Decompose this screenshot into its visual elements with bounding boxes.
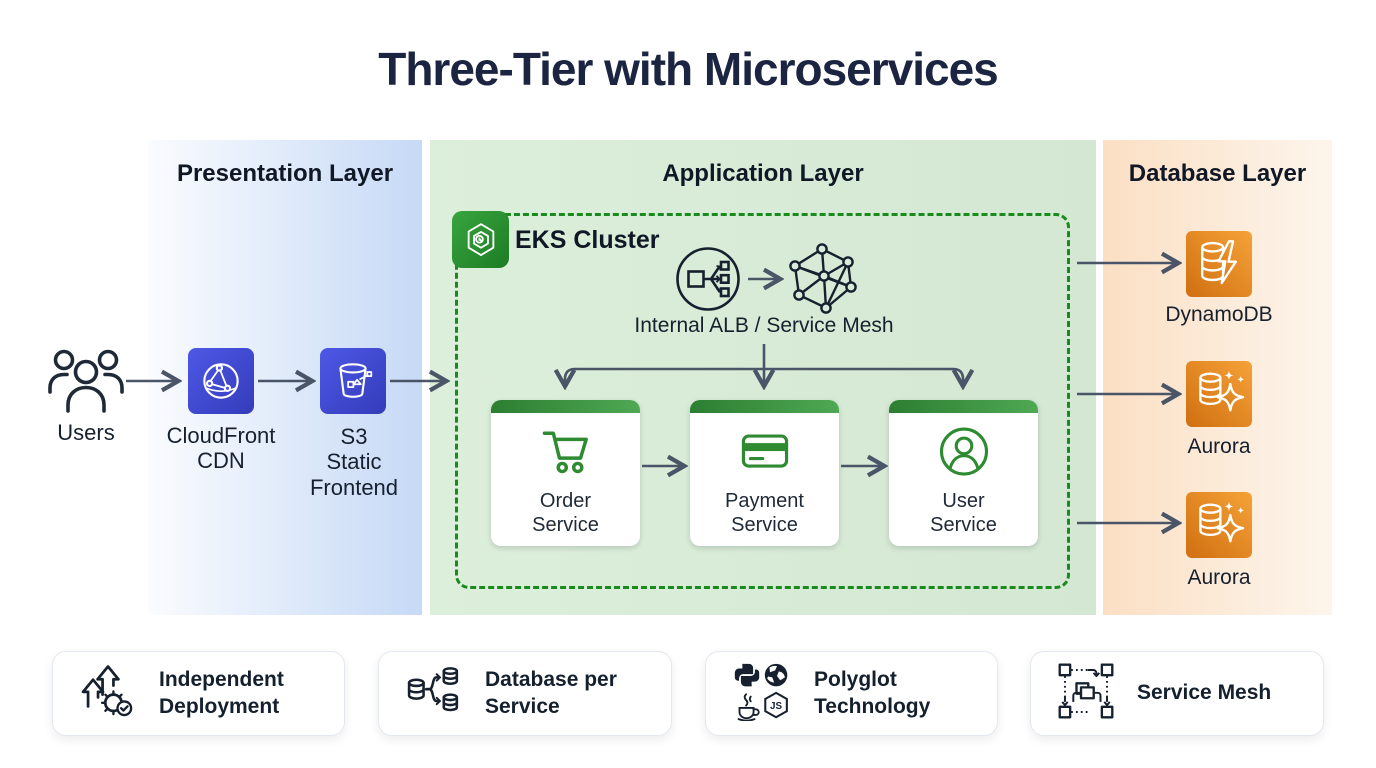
eks-icon [452,211,509,268]
order-service-label: Order Service [532,490,599,537]
credit-card-icon [735,422,795,487]
feature-card-polyglot-technology: JS Polyglot Technology [705,651,998,736]
feature-card-service-mesh: Service Mesh [1030,651,1324,736]
s3-bucket-icon [320,348,386,414]
feature-label-database-per-service: Database per Service [485,667,617,718]
user-circle-icon [934,422,994,487]
page-title: Three-Tier with Microservices [378,43,999,95]
user-service-label: User Service [930,490,997,537]
aurora-label: Aurora [1187,566,1251,589]
cloudfront-globe-icon [188,348,254,414]
feature-card-independent-deployment: Independent Deployment [52,651,345,736]
database-branch-icon [405,662,463,725]
order-service-card: Order Service [491,400,640,546]
feature-card-database-per-service: Database per Service [378,651,672,736]
feature-label-polyglot-technology: Polyglot Technology [814,667,931,718]
service-mesh-network-icon [786,242,858,319]
language-logos-icon: JS [732,661,792,726]
shopping-cart-icon [536,422,596,487]
nodejs-logo: JS [764,691,788,719]
globe-logo [764,663,788,687]
aurora-icon [1186,361,1252,427]
python-logo [734,663,760,687]
payment-service-card: Payment Service [690,400,839,546]
order-service-accent-bar [491,400,640,413]
mesh-squares-icon [1057,662,1115,725]
cloudfront-label: CloudFront CDN [166,423,276,474]
payment-service-accent-bar [690,400,839,413]
svg-text:JS: JS [770,701,782,712]
feature-label-service-mesh: Service Mesh [1137,681,1272,705]
aurora-icon [1186,492,1252,558]
users-label: Users [57,420,115,445]
java-logo [737,693,760,722]
deployment-arrows-gear-icon [79,662,137,725]
payment-service-label: Payment Service [725,490,804,537]
dynamodb-label: DynamoDB [1165,303,1273,326]
users-group-icon [47,345,125,422]
internal-alb-mesh-caption: Internal ALB / Service Mesh [634,314,894,337]
aurora-label: Aurora [1187,435,1251,458]
application-layer-label: Application Layer [662,160,864,187]
presentation-layer-label: Presentation Layer [176,160,394,187]
internal-alb-icon [674,245,742,318]
user-service-accent-bar [889,400,1038,413]
s3-label: S3 Static Frontend [309,424,399,500]
eks-cluster-box [455,213,1070,589]
feature-label-independent-deployment: Independent Deployment [159,667,284,718]
dynamodb-icon [1186,231,1252,297]
database-layer-label: Database Layer [1128,160,1307,187]
user-service-card: User Service [889,400,1038,546]
eks-cluster-label: EKS Cluster [515,226,660,254]
